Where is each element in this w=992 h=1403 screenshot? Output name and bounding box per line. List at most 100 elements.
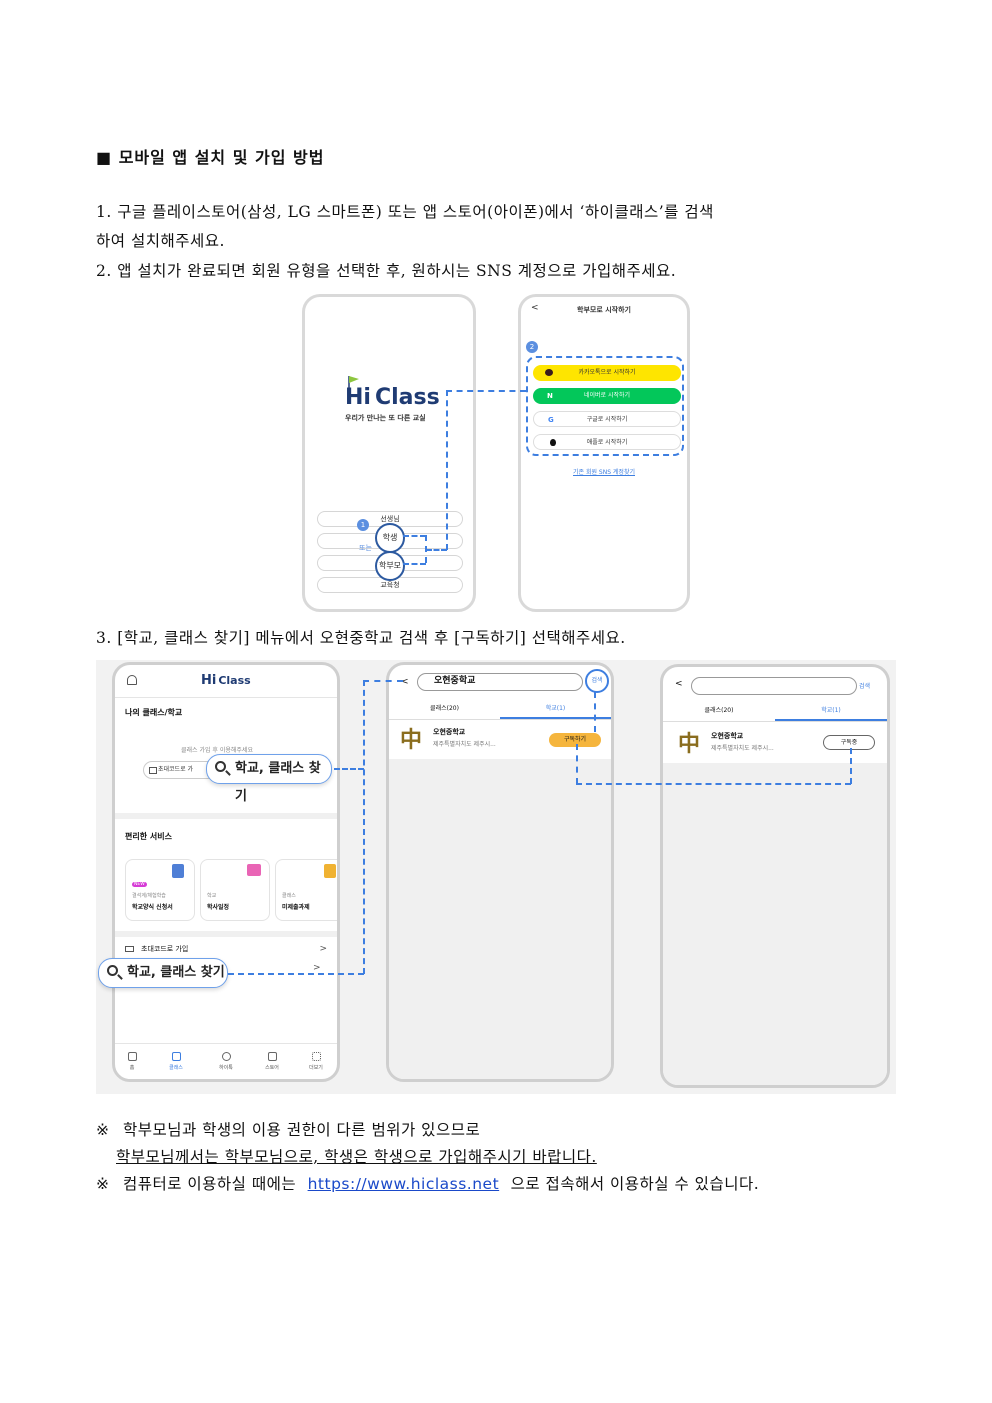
subscribed-button[interactable]: 구독중 — [823, 735, 875, 750]
step-badge-2: 2 — [526, 341, 538, 353]
nav-label: 더보기 — [309, 1065, 323, 1071]
nav-label: 하이톡 — [219, 1065, 233, 1071]
step-badge-1: 1 — [357, 519, 369, 531]
bag-icon — [267, 1052, 277, 1061]
back-icon[interactable]: < — [675, 679, 683, 689]
invite-join-label: 초대코드로 가입 — [141, 945, 189, 953]
search-button[interactable]: 검색 — [859, 683, 871, 690]
school-name: 오현중학교 — [433, 728, 466, 736]
new-badge: NEW — [132, 882, 147, 887]
class-icon — [171, 1052, 181, 1061]
chevron-right-icon: > — [319, 944, 327, 954]
card-title: 미제출과제 — [282, 904, 310, 911]
divider — [389, 719, 611, 720]
services-title: 편리한 서비스 — [125, 832, 172, 841]
connector-line — [403, 535, 426, 537]
note2-post: 으로 접속해서 이용하실 수 있습니다. — [510, 1175, 760, 1193]
divider — [115, 1043, 337, 1044]
connector-line — [228, 973, 364, 975]
tab-indicator — [775, 719, 887, 721]
connector-line — [576, 783, 851, 785]
naver-login-button[interactable]: N 네이버로 시작하기 — [533, 388, 681, 404]
service-card-assignments[interactable]: 클래스 미제출과제 — [275, 859, 337, 921]
section-gap — [115, 931, 337, 937]
divider — [115, 697, 337, 698]
school-address: 제주특별자치도 제주시... — [711, 745, 774, 752]
service-card-forms[interactable]: NEW 결석계/체험학습 학교양식 신청서 — [125, 859, 195, 921]
logo-class: Class — [374, 385, 440, 410]
bell-icon[interactable] — [127, 675, 137, 685]
search-input[interactable]: 오현중학교 — [417, 673, 583, 691]
chat-icon — [221, 1052, 231, 1061]
search-input[interactable] — [691, 677, 857, 695]
or-label: 또는 — [359, 544, 372, 552]
tagline: 우리가 만나는 또 다른 교실 — [345, 414, 426, 422]
search-callout-label: 학교, 클래스 찾기 — [235, 761, 321, 804]
back-icon[interactable]: < — [531, 303, 539, 313]
card-subtitle: 클래스 — [282, 893, 296, 899]
nav-hitalk[interactable]: 하이톡 — [215, 1052, 237, 1071]
school-name: 오현중학교 — [711, 732, 744, 740]
phone-screen-search: < 오현중학교 검색 클래스(20) 학교(1) 中 오현중학교 제주특별자치도… — [386, 662, 614, 1082]
naver-label: 네이버로 시작하기 — [583, 392, 631, 399]
apple-icon — [550, 439, 556, 446]
connector-line — [363, 680, 403, 682]
kakao-label: 카카오톡으로 시작하기 — [578, 369, 636, 376]
my-classes-title: 나의 클래스/학교 — [125, 708, 183, 717]
divider — [663, 721, 887, 722]
google-icon: G — [548, 416, 554, 424]
note2-pre: 컴퓨터로 이용하실 때에는 — [122, 1175, 297, 1193]
tab-schools[interactable]: 학교(1) — [545, 705, 566, 712]
nav-class[interactable]: 클래스 — [165, 1052, 187, 1071]
back-icon[interactable]: < — [401, 677, 409, 687]
tab-schools[interactable]: 학교(1) — [821, 707, 841, 714]
service-card-calendar[interactable]: 학교 학사일정 — [200, 859, 270, 921]
step1-line2: 하여 설치해주세요. — [96, 232, 225, 250]
nav-more[interactable]: 더보기 — [305, 1052, 327, 1071]
home-icon — [127, 1052, 137, 1061]
role-student-button[interactable]: 학생 — [375, 523, 405, 553]
nav-label: 스토어 — [265, 1065, 279, 1071]
role-office-label: 교육청 — [380, 581, 400, 589]
tab-classes[interactable]: 클래스(20) — [704, 707, 734, 714]
logo-class: Class — [218, 674, 251, 687]
kakao-login-button[interactable]: 카카오톡으로 시작하기 — [533, 365, 681, 381]
search-icon — [215, 761, 226, 772]
connector-line — [425, 535, 427, 563]
google-login-button[interactable]: G 구글로 시작하기 — [533, 411, 681, 427]
note-mark: ※ — [96, 1121, 110, 1139]
role-parent-button[interactable]: 학부모 — [375, 551, 405, 581]
grid-icon — [311, 1052, 321, 1061]
find-account-link[interactable]: 기존 회원 SNS 계정찾기 — [573, 469, 635, 476]
search-icon — [107, 965, 118, 976]
chevron-right-icon: > — [313, 963, 321, 973]
envelope-icon — [149, 767, 157, 774]
logo-hi: Hi — [201, 673, 217, 688]
connector-line — [446, 390, 448, 550]
card-subtitle: 학교 — [207, 893, 217, 899]
role-teacher-label: 선생님 — [380, 515, 400, 523]
empty-area — [663, 763, 887, 1085]
google-label: 구글로 시작하기 — [586, 416, 628, 423]
nav-label: 클래스 — [169, 1065, 183, 1071]
search-callout-bottom[interactable]: 학교, 클래스 찾기 — [98, 958, 228, 988]
nav-home[interactable]: 홈 — [121, 1052, 143, 1071]
invite-join-row[interactable]: 초대코드로 가입 > — [125, 941, 331, 957]
book-icon — [324, 864, 336, 878]
search-button[interactable]: 검색 — [585, 669, 609, 693]
apple-login-button[interactable]: 애플로 시작하기 — [533, 434, 681, 450]
note1-line1: ※ 학부모님과 학생의 이용 권한이 다른 범위가 있으므로 — [96, 1116, 480, 1144]
note1-text: 학부모님과 학생의 이용 권한이 다른 범위가 있으므로 — [122, 1121, 481, 1139]
subscribe-button[interactable]: 구독하기 — [549, 733, 601, 747]
envelope-icon — [125, 946, 134, 952]
search-callout-top[interactable]: 학교, 클래스 찾기 — [206, 754, 332, 804]
tab-classes[interactable]: 클래스(20) — [430, 705, 459, 712]
search-callout-label: 학교, 클래스 찾기 — [127, 965, 225, 980]
sns-highlight-box — [526, 356, 684, 456]
connector-line — [334, 768, 364, 770]
nav-store[interactable]: 스토어 — [261, 1052, 283, 1071]
hiclass-url-link[interactable]: https://www.hiclass.net — [307, 1175, 500, 1193]
